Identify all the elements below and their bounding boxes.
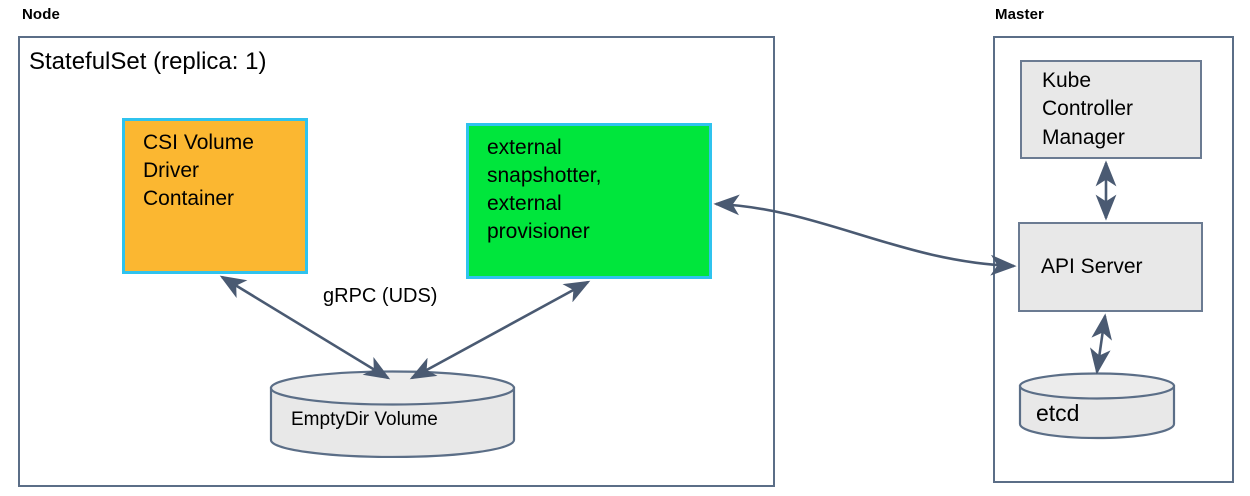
external-sidecars-box[interactable]: external snapshotter, external provision… bbox=[466, 123, 712, 279]
ext-line-4: provisioner bbox=[487, 219, 590, 243]
ext-line-1: external bbox=[487, 136, 562, 159]
emptydir-volume-cylinder[interactable] bbox=[269, 370, 516, 458]
ext-line-3: external bbox=[487, 191, 562, 215]
csi-line-2: Driver bbox=[143, 158, 199, 182]
node-zone-label: Node bbox=[22, 6, 60, 23]
grpc-uds-connection-label: gRPC (UDS) bbox=[323, 285, 438, 307]
api-server-label: API Server bbox=[1041, 254, 1143, 278]
csi-volume-driver-container-box[interactable]: CSI Volume Driver Container bbox=[122, 118, 308, 274]
ext-line-2: snapshotter, bbox=[487, 163, 602, 187]
csi-line-1: CSI Volume bbox=[143, 131, 254, 154]
kcm-line-3: Manager bbox=[1042, 125, 1125, 149]
etcd-label: etcd bbox=[1036, 400, 1080, 426]
statefulset-title: StatefulSet (replica: 1) bbox=[29, 48, 267, 75]
csi-line-3: Container bbox=[143, 186, 235, 210]
kcm-line-1: Kube bbox=[1042, 69, 1092, 92]
kcm-line-2: Controller bbox=[1042, 97, 1134, 121]
kube-controller-manager-box[interactable]: Kube Controller Manager bbox=[1020, 60, 1202, 159]
master-zone-label: Master bbox=[995, 6, 1044, 23]
api-server-box[interactable]: API Server bbox=[1018, 222, 1203, 312]
emptydir-volume-label: EmptyDir Volume bbox=[291, 409, 438, 430]
